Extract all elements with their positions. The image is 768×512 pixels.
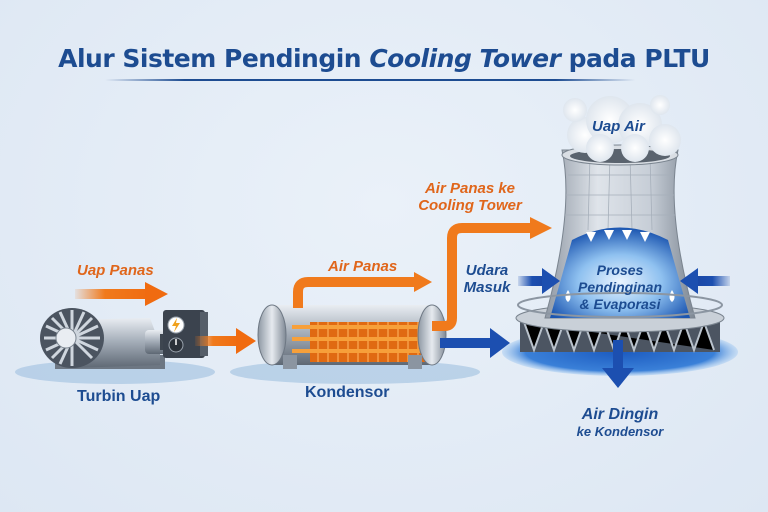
- label-process-line2: Pendinginan: [578, 279, 662, 295]
- label-condenser: Kondensor: [305, 384, 390, 401]
- diagram-title: Alur Sistem Pendingin Cooling Tower pada…: [0, 44, 768, 73]
- label-hot-water-to-tower-line2: Cooling Tower: [418, 197, 522, 214]
- label-process-line1: Proses: [596, 262, 644, 278]
- label-process-line3: & Evaporasi: [579, 296, 661, 312]
- label-cold-water: Air Dingin ke Kondensor: [560, 406, 680, 439]
- title-italic: Cooling Tower: [369, 44, 561, 73]
- condenser-icon: [257, 304, 447, 369]
- label-process: Proses Pendinginan & Evaporasi: [570, 262, 670, 313]
- cold-water-arrow: [440, 328, 510, 358]
- title-underline: [105, 79, 635, 81]
- label-hot-water: Air Panas: [328, 258, 398, 275]
- title-prefix: Alur Sistem Pendingin: [58, 44, 370, 73]
- turbine-to-condenser-arrow: [195, 328, 256, 354]
- air-in-left-arrow: [518, 268, 560, 294]
- cold-water-down-arrow: [602, 340, 634, 388]
- generator-icon: [163, 310, 208, 358]
- label-cold-water-line2: ke Kondensor: [576, 424, 664, 439]
- label-hot-water-to-tower-line1: Air Panas ke: [424, 180, 516, 197]
- title-suffix: pada PLTU: [560, 44, 711, 73]
- label-air-in: Udara Masuk: [462, 262, 512, 296]
- steam-turbine-icon: [40, 308, 185, 369]
- air-in-right-arrow: [680, 268, 730, 294]
- cooling-tower-icon: [515, 144, 725, 353]
- label-cold-water-line1: Air Dingin: [581, 406, 659, 423]
- hot-water-arrow: [293, 272, 432, 308]
- steam-cloud-icon: [563, 95, 681, 162]
- label-hot-water-to-tower: Air Panas ke Cooling Tower: [415, 180, 525, 214]
- label-steam-in: Uap Panas: [77, 262, 154, 279]
- label-turbine: Turbin Uap: [77, 388, 161, 405]
- steam-arrow: [75, 282, 168, 306]
- hot-water-to-tower-arrow: [432, 217, 552, 331]
- label-air-in-line2: Masuk: [463, 279, 511, 296]
- label-air-in-line1: Udara: [465, 262, 509, 279]
- label-water-vapor: Uap Air: [592, 118, 645, 135]
